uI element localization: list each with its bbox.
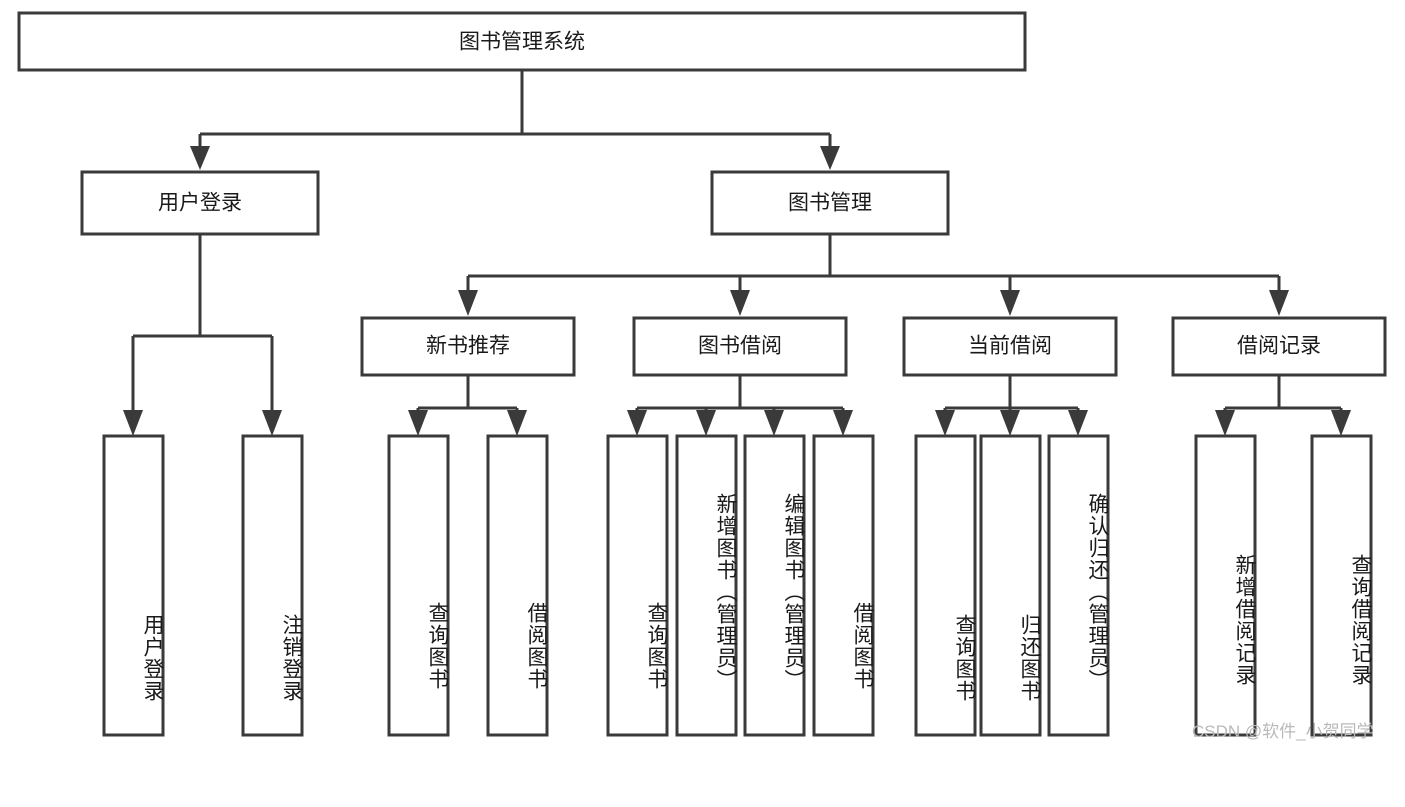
- node-label-user-login: 用户登录: [158, 192, 242, 215]
- connector-group-new-book-recommend: [408, 375, 527, 436]
- arrow-head-to-leaf-user-login: [123, 410, 143, 436]
- node-label-borrow-record: 借阅记录: [1237, 335, 1321, 358]
- leaf-box-query-record[interactable]: [1310, 434, 1373, 737]
- diagram-canvas: 图书管理系统 用户登录 图书管理 新书推荐 图书借阅 当前借阅 借阅记录: [17, 11, 1387, 737]
- arrow-head-to-leaf-query-book-1: [408, 410, 428, 436]
- arrow-head-to-book-borrow: [730, 290, 750, 316]
- leaf-box-confirm-return[interactable]: [1047, 434, 1110, 737]
- node-label-new-book-recommend: 新书推荐: [426, 335, 510, 358]
- arrow-head-to-leaf-borrow-book-1: [507, 410, 527, 436]
- arrow-head-to-leaf-query-record: [1331, 410, 1351, 436]
- connector-group-book-management: [458, 234, 1289, 316]
- arrow-head-to-leaf-borrow-book-2: [833, 410, 853, 436]
- arrow-head-to-leaf-query-book-3: [935, 410, 955, 436]
- node-label-book-management: 图书管理: [788, 192, 872, 215]
- connector-group-root: [190, 70, 840, 170]
- leaf-box-borrow-book-1[interactable]: [486, 434, 549, 737]
- node-box-borrow-record[interactable]: [1171, 316, 1387, 377]
- leaf-box-query-book-1[interactable]: [387, 434, 450, 737]
- arrow-head-to-leaf-edit-book: [764, 410, 784, 436]
- connector-group-borrow-record: [1215, 375, 1351, 436]
- node-label-root: 图书管理系统: [459, 31, 585, 54]
- node-box-book-borrow[interactable]: [632, 316, 848, 377]
- leaf-box-user-login[interactable]: [102, 434, 165, 737]
- book-management-system-diagram: 图书管理系统 用户登录 图书管理 新书推荐 图书借阅 当前借阅 借阅记录 用户登…: [17, 11, 1387, 741]
- node-box-book-management[interactable]: [710, 170, 950, 236]
- leaf-box-add-record[interactable]: [1194, 434, 1257, 737]
- connector-group-user-login: [123, 234, 282, 436]
- arrow-head-to-book-management: [820, 146, 840, 170]
- node-box-user-login[interactable]: [80, 170, 320, 236]
- leaf-box-edit-book[interactable]: [743, 434, 806, 737]
- leaf-box-borrow-book-2[interactable]: [812, 434, 875, 737]
- arrow-head-to-borrow-record: [1269, 290, 1289, 316]
- csdn-watermark: CSDN @软件_小贺同学: [1192, 722, 1374, 741]
- arrow-head-to-user-login: [190, 146, 210, 170]
- leaf-box-query-book-3[interactable]: [914, 434, 977, 737]
- arrow-head-to-new-book-recommend: [458, 290, 478, 316]
- node-box-current-borrow[interactable]: [902, 316, 1118, 377]
- node-label-book-borrow: 图书借阅: [698, 335, 782, 358]
- arrow-head-to-leaf-add-record: [1215, 410, 1235, 436]
- leaf-box-logout[interactable]: [241, 434, 304, 737]
- arrow-head-to-leaf-add-book: [696, 410, 716, 436]
- connector-group-book-borrow: [627, 375, 853, 436]
- leaf-box-add-book[interactable]: [675, 434, 738, 737]
- arrow-head-to-leaf-query-book-2: [627, 410, 647, 436]
- arrow-head-to-leaf-return-book: [1000, 410, 1020, 436]
- leaf-box-query-book-2[interactable]: [606, 434, 669, 737]
- node-box-new-book-recommend[interactable]: [360, 316, 576, 377]
- node-box-root[interactable]: [17, 11, 1027, 72]
- node-label-current-borrow: 当前借阅: [968, 335, 1052, 358]
- arrow-head-to-leaf-confirm-return: [1068, 410, 1088, 436]
- arrow-head-to-leaf-logout: [262, 410, 282, 436]
- arrow-head-to-current-borrow: [1000, 290, 1020, 316]
- leaf-box-return-book[interactable]: [979, 434, 1042, 737]
- connector-group-current-borrow: [935, 375, 1088, 436]
